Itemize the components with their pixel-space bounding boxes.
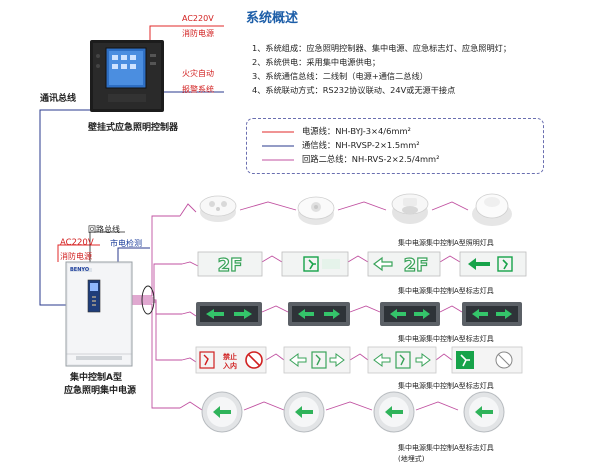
floor-round-sign-1 <box>201 391 243 433</box>
controller-ac-label: AC220V <box>182 14 214 23</box>
legend-loop-label: 回路二总线：NH-RVS-2×2.5/4mm² <box>302 154 440 164</box>
wall-controller <box>90 40 164 112</box>
legend-comm-label: 通信线：NH-RVSP-2×1.5mm² <box>302 140 420 150</box>
mains-detect-wire <box>117 247 150 262</box>
legend-power-label: 电源线：NH-BYJ-3×4/6mm² <box>302 126 411 136</box>
double-arrow-sign-2 <box>288 302 350 326</box>
loop-bus-label-line <box>89 231 125 262</box>
floor-round-sign-4 <box>463 391 505 433</box>
exit-sign-man <box>281 251 349 277</box>
arrow-sign-2f-text: 2F <box>404 255 429 276</box>
power-supply-name-1: 集中控制A型 <box>70 373 122 383</box>
ceiling-light-2 <box>297 196 335 225</box>
comm-bus-label: 通讯总线 <box>40 94 77 104</box>
floor-round-sign-2 <box>283 391 325 433</box>
floor-sign-2f: 2F <box>197 251 263 277</box>
cable-bundle-ring <box>141 285 155 315</box>
comm-bus-wire <box>39 109 90 306</box>
no-entry-text-2: 入内 <box>222 361 237 370</box>
controller-alarm-label: 报警系统 <box>182 85 214 94</box>
loop-bus-label: 回路总线 <box>88 225 120 234</box>
power-supply-name-2: 应急照明集中电源 <box>64 386 137 396</box>
power-supply-cabinet <box>65 261 133 367</box>
controller-fire-linkage-label: 火灾自动 <box>182 69 214 78</box>
arrow-exit-sign <box>459 251 527 277</box>
no-entry-text-1: 禁止 <box>222 352 237 361</box>
floor-round-sign-3 <box>373 391 415 433</box>
row-connectors <box>179 201 469 411</box>
sign-2f-text: 2F <box>218 255 243 276</box>
exit-arrow-sign-2 <box>367 346 437 374</box>
ceiling-light-3 <box>391 193 429 224</box>
ceiling-light-1 <box>199 195 237 222</box>
double-arrow-sign-4 <box>462 302 522 326</box>
arrow-sign-2f: 2F <box>367 251 441 277</box>
row-caption-4: 集中电源集中控制A型标志灯具 <box>398 382 494 390</box>
controller-fire-power-label: 消防电源 <box>182 29 214 38</box>
double-arrow-sign-1 <box>196 302 262 326</box>
power-supply-fire-label: 消防电源 <box>60 252 92 261</box>
power-supply-ac-label: AC220V <box>60 238 94 248</box>
exit-green-sign <box>451 346 523 374</box>
row-caption-5-sub: (地埋式) <box>398 455 425 463</box>
overview-item-2: 2、系统供电：采用集中电源供电； <box>252 57 381 67</box>
row-caption-1: 集中电源集中控制A型照明灯具 <box>398 239 494 247</box>
wire-legend <box>246 118 544 174</box>
row-caption-3: 集中电源集中控制A型标志灯具 <box>398 335 494 343</box>
overview-item-4: 4、系统联动方式：RS232协议联动、24V或无源干接点 <box>252 85 456 95</box>
overview-item-1: 1、系统组成：应急照明控制器、集中电源、应急标志灯、应急照明灯； <box>252 43 512 53</box>
mains-detect-label: 市电检测 <box>110 239 142 248</box>
cabinet-brand: BENYO <box>70 267 90 273</box>
row-caption-2: 集中电源集中控制A型标志灯具 <box>398 287 494 295</box>
ceiling-light-4 <box>472 193 512 226</box>
row-caption-5: 集中电源集中控制A型标志灯具 <box>398 444 494 452</box>
overview-title: 系统概述 <box>246 11 299 26</box>
double-arrow-sign-3 <box>380 302 440 326</box>
controller-power-wire <box>149 25 224 40</box>
no-entry-sign: 禁止 入内 <box>195 346 267 374</box>
overview-item-3: 3、系统通信总线：二线制（电源+通信二总线） <box>252 71 428 81</box>
controller-name: 壁挂式应急照明控制器 <box>88 123 179 133</box>
power-supply-ac-wire <box>57 244 100 262</box>
exit-arrow-sign-1 <box>283 346 351 374</box>
